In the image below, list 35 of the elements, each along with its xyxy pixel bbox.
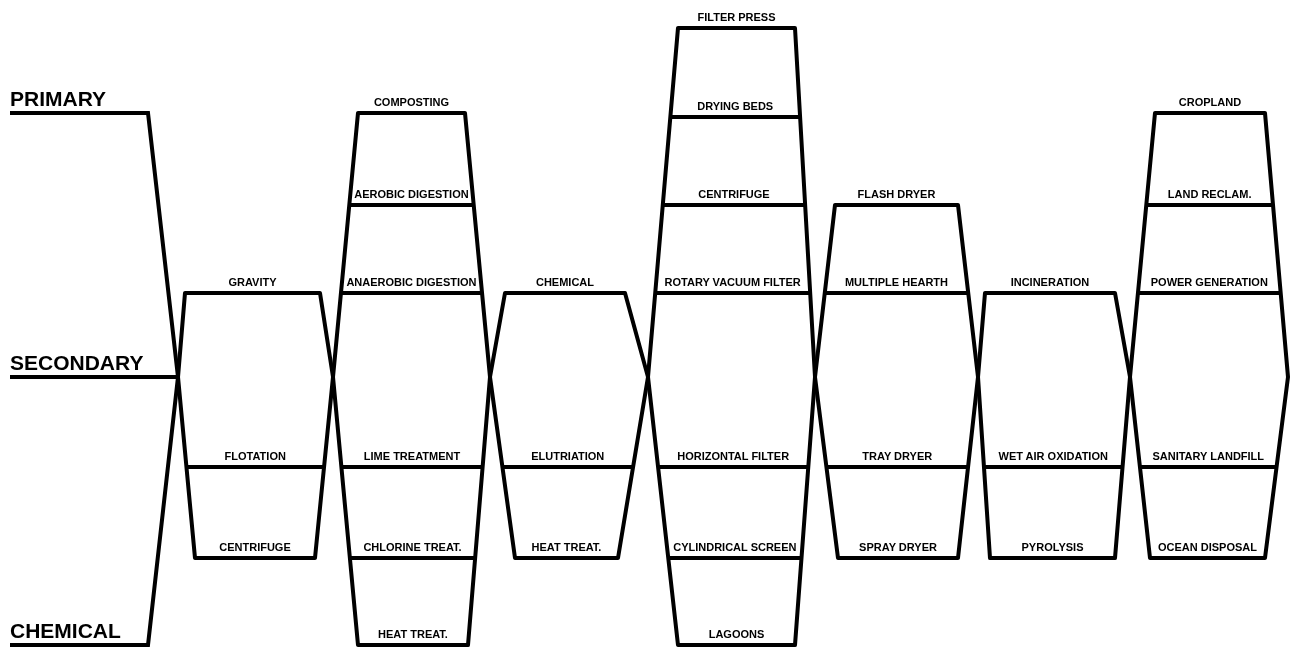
option-label: WET AIR OXIDATION (998, 450, 1108, 462)
option-label: FILTER PRESS (697, 11, 776, 23)
option-label: FLOTATION (224, 450, 286, 462)
option-label: AEROBIC DIGESTION (354, 188, 469, 200)
option-label: HEAT TREAT. (378, 628, 448, 640)
connector-line (10, 375, 178, 379)
option-label: OCEAN DISPOSAL (1158, 541, 1257, 553)
option-label: LAND RECLAM. (1167, 188, 1252, 200)
option-label: DRYING BEDS (697, 100, 774, 112)
option-label: POWER GENERATION (1150, 276, 1268, 288)
option-label: HORIZONTAL FILTER (677, 450, 790, 462)
option-label: ELUTRIATION (531, 450, 605, 462)
option-label: ROTARY VACUUM FILTER (664, 276, 801, 288)
option-label: MULTIPLE HEARTH (844, 276, 949, 288)
option-label: SANITARY LANDFILL (1152, 450, 1265, 462)
input-label: CHEMICAL (10, 620, 121, 641)
option-label: GRAVITY (228, 276, 277, 288)
option-label: LIME TREATMENT (363, 450, 461, 462)
option-label: TRAY DRYER (862, 450, 933, 462)
option-label: CENTRIFUGE (219, 541, 291, 553)
option-label: CHEMICAL (535, 276, 595, 288)
input-label: PRIMARY (10, 88, 107, 109)
option-label: CROPLAND (1178, 96, 1242, 108)
option-label: CENTRIFUGE (698, 188, 770, 200)
option-label: FLASH DRYER (857, 188, 936, 200)
option-label: HEAT TREAT. (531, 541, 602, 553)
option-label: ANAEROBIC DIGESTION (346, 276, 477, 288)
option-label: COMPOSTING (373, 96, 450, 108)
input-label: SECONDARY (10, 352, 144, 373)
option-label: INCINERATION (1010, 276, 1090, 288)
option-label: LAGOONS (708, 628, 765, 640)
option-label: SPRAY DRYER (859, 541, 937, 553)
option-label: CHLORINE TREAT. (363, 541, 462, 553)
option-label: CYLINDRICAL SCREEN (673, 541, 797, 553)
option-label: PYROLYSIS (1021, 541, 1084, 553)
